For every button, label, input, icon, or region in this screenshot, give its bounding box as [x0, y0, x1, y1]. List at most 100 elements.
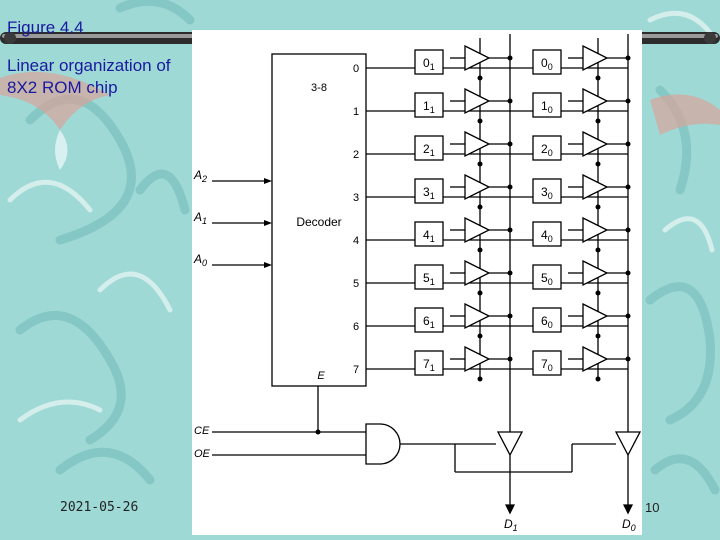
decoder-output-label: 3 — [353, 192, 359, 204]
cell-buffer — [582, 130, 609, 158]
cell-buffer — [464, 302, 491, 330]
junction-dot — [477, 333, 483, 339]
cell-bit0-box — [532, 350, 562, 376]
cell-bit1-box — [414, 221, 444, 247]
decoder-enable-label: E — [317, 370, 325, 382]
junction-dot — [625, 270, 631, 276]
cell-bit0-box — [532, 178, 562, 204]
cell-bit1-box — [414, 178, 444, 204]
footer-date: 2021-05-26 — [60, 500, 139, 515]
junction-dot — [507, 227, 513, 233]
junction-dot — [477, 204, 483, 210]
cell-bit1-label: 21 — [423, 142, 435, 158]
cell-bit1-label: 31 — [423, 185, 435, 201]
cell-bit0-label: 10 — [541, 99, 553, 115]
junction-dot — [625, 55, 631, 61]
cell-buffer — [464, 87, 491, 115]
cell-buffer — [464, 173, 491, 201]
data-output-label: D0 — [622, 517, 636, 533]
junction-dot — [507, 313, 513, 319]
cell-bit1-label: 61 — [423, 314, 435, 330]
cell-buffer — [582, 44, 609, 72]
cell-bit0-label: 60 — [541, 314, 553, 330]
junction-dot — [595, 333, 601, 339]
decoder-output-label: 7 — [353, 364, 359, 376]
junction-dot — [315, 429, 321, 435]
junction-dot — [625, 141, 631, 147]
cell-bit1-label: 11 — [423, 99, 435, 115]
address-input-label: A1 — [193, 210, 207, 226]
footer-page-number: 10 — [645, 500, 660, 515]
junction-dot — [477, 161, 483, 167]
cell-bit0-label: 00 — [541, 56, 553, 72]
arrow-icon — [264, 178, 272, 184]
decoder-output-label: 1 — [353, 106, 359, 118]
decoder-output-label: 6 — [353, 321, 359, 333]
address-input-label: A2 — [193, 168, 207, 184]
junction-dot — [477, 290, 483, 296]
address-input-label: A0 — [193, 252, 207, 268]
cell-buffer — [464, 130, 491, 158]
cell-bit0-box — [532, 92, 562, 118]
cell-bit0-box — [532, 49, 562, 75]
junction-dot — [595, 204, 601, 210]
output-buffer-d1 — [496, 431, 524, 457]
junction-dot — [595, 75, 601, 81]
junction-dot — [507, 356, 513, 362]
cell-buffer — [464, 44, 491, 72]
junction-dot — [595, 118, 601, 124]
junction-dot — [625, 227, 631, 233]
cell-bit1-label: 71 — [423, 357, 435, 373]
junction-dot — [595, 247, 601, 253]
cell-bit0-label: 40 — [541, 228, 553, 244]
cell-bit1-box — [414, 135, 444, 161]
cell-bit1-box — [414, 92, 444, 118]
cell-buffer — [582, 345, 609, 373]
junction-dot — [507, 184, 513, 190]
cell-buffer — [582, 259, 609, 287]
cell-buffer — [582, 87, 609, 115]
cell-bit1-box — [414, 307, 444, 333]
slide-subtitle: Linear organization of 8X2 ROM chip — [7, 56, 171, 97]
junction-dot — [477, 376, 483, 382]
junction-dot — [477, 75, 483, 81]
control-input-label: CE — [194, 425, 210, 437]
rom-row — [366, 345, 631, 382]
decoder-output-label: 2 — [353, 149, 359, 161]
slide-title: Figure 4.4 — [7, 18, 84, 37]
junction-dot — [625, 313, 631, 319]
junction-dot — [595, 290, 601, 296]
cell-bit0-label: 20 — [541, 142, 553, 158]
junction-dot — [507, 98, 513, 104]
cell-bit0-box — [532, 135, 562, 161]
junction-dot — [477, 118, 483, 124]
junction-dot — [507, 55, 513, 61]
junction-dot — [507, 141, 513, 147]
decoder-box — [271, 53, 367, 387]
cell-bit0-label: 70 — [541, 357, 553, 373]
control-input-label: OE — [194, 448, 211, 460]
junction-dot — [625, 356, 631, 362]
rom-row — [366, 44, 631, 81]
cell-buffer — [582, 302, 609, 330]
rom-row — [366, 173, 631, 210]
junction-dot — [477, 247, 483, 253]
cell-buffer — [582, 216, 609, 244]
junction-dot — [625, 184, 631, 190]
cell-bit0-label: 50 — [541, 271, 553, 287]
rom-row — [366, 302, 631, 339]
junction-dot — [625, 98, 631, 104]
rom-row — [366, 216, 631, 253]
decoder-type-label: 3-8 — [311, 82, 327, 94]
arrow-icon — [264, 262, 272, 268]
and-gate — [365, 423, 401, 465]
cell-buffer — [464, 259, 491, 287]
cell-bit1-label: 01 — [423, 56, 435, 72]
decoder-output-label: 4 — [353, 235, 359, 247]
decoder-name-label: Decoder — [296, 215, 341, 229]
cell-buffer — [464, 216, 491, 244]
cell-bit1-box — [414, 350, 444, 376]
rom-row — [366, 87, 631, 124]
